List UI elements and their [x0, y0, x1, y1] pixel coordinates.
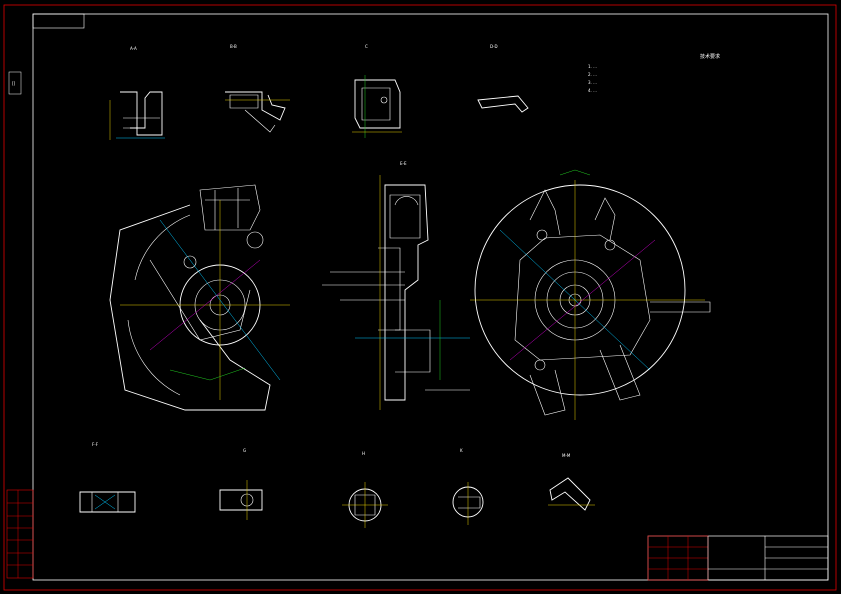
view-a-a: A-A: [109, 46, 165, 140]
center-section-view: E-E: [322, 161, 470, 410]
view-label-b: B-B: [230, 44, 237, 49]
view-d-d: D-D: [477, 44, 529, 113]
technical-notes: 技术要求 1. ... 2. ... 3. ... 4. ...: [588, 53, 720, 93]
view-c: C: [352, 44, 402, 138]
view-label-a: A-A: [130, 46, 137, 51]
view-k: K: [452, 448, 484, 525]
view-label-k: K: [460, 448, 463, 453]
title-block: [647, 535, 829, 581]
view-label-c: C: [365, 44, 368, 49]
view-h: H: [342, 451, 388, 528]
left-vertical-text: []: [12, 81, 16, 86]
notes-line-4: 4. ...: [588, 88, 597, 93]
view-label-center: E-E: [400, 161, 407, 166]
sheet-border: [3, 4, 837, 591]
view-label-g: G: [243, 448, 246, 453]
left-strip-table: [6, 489, 34, 579]
notes-line-2: 2. ...: [588, 72, 597, 77]
notes-line-1: 1. ...: [588, 64, 597, 69]
view-f-f: F-F: [79, 442, 136, 513]
view-label-f: F-F: [92, 442, 99, 447]
left-vertical-label: []: [8, 71, 22, 95]
main-view-left: [109, 184, 290, 411]
view-label-m: M-M: [562, 453, 571, 458]
top-label-box: [32, 13, 85, 29]
notes-line-3: 3. ...: [588, 80, 597, 85]
view-b-b: B-B: [225, 44, 290, 133]
view-label-h: H: [362, 451, 365, 456]
main-view-right: [470, 169, 711, 420]
notes-title: 技术要求: [700, 53, 720, 60]
view-m-m: M-M: [548, 453, 595, 511]
view-g: G: [219, 448, 263, 520]
view-label-d: D-D: [490, 44, 498, 49]
